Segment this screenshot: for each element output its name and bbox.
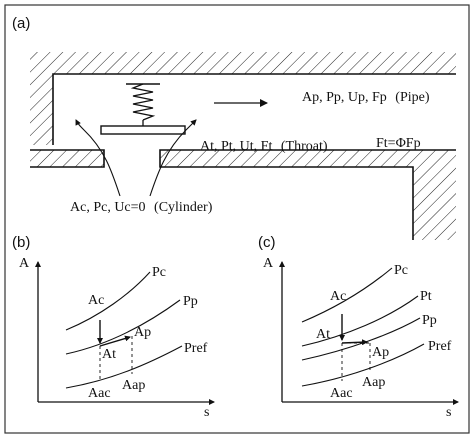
figure-border — [4, 4, 470, 434]
cylinder-left-wall — [30, 149, 105, 168]
spring-icon — [130, 83, 156, 121]
c-point-ap: Ap — [372, 345, 389, 360]
throat-label-vars: At, Pt, Ut, Ft — [200, 139, 272, 154]
b-y-axis-label: A — [19, 256, 30, 271]
panel-c: (c) A s Pc Pt Pp Pref Ac At Ap Aac Aap — [258, 234, 459, 420]
pipe-top-wall — [52, 73, 456, 145]
c-recovery-arrow — [341, 339, 368, 346]
flow-arrow-right-curve — [149, 119, 197, 197]
cylinder-label-name: (Cylinder) — [154, 200, 213, 215]
c-x-axis-label: s — [446, 405, 451, 420]
b-point-ap: Ap — [134, 325, 151, 340]
c-label-pp: Pp — [422, 313, 437, 328]
c-label-pref: Pref — [428, 339, 452, 354]
c-curve-pc — [301, 267, 393, 323]
b-curve-pc — [65, 271, 151, 331]
cylinder-label: Ac, Pc, Uc=0 (Cylinder) — [70, 200, 213, 215]
b-label-pc: Pc — [152, 265, 166, 280]
b-point-at: At — [102, 347, 116, 362]
b-point-aap: Aap — [122, 378, 145, 393]
throat-label-name: (Throat) — [281, 139, 328, 154]
spring-valve — [100, 83, 186, 135]
valve-plate — [100, 125, 186, 135]
flow-arrow-left-curve — [75, 119, 121, 197]
left-lower-wall-hatch — [30, 150, 104, 167]
b-curve-pp — [65, 299, 181, 355]
b-recovery-arrow — [99, 335, 131, 347]
pipe-label-name: (Pipe) — [395, 90, 430, 105]
pipe-bottom-wall — [159, 149, 456, 240]
b-label-pp: Pp — [183, 294, 198, 309]
throat-label: At, Pt, Ut, Ft (Throat) — [200, 139, 328, 154]
c-y-axis-label: A — [263, 256, 274, 271]
b-point-ac: Ac — [88, 293, 104, 308]
c-curve-pref — [301, 343, 425, 387]
c-point-aac: Aac — [330, 386, 353, 401]
c-curve-pt — [301, 295, 419, 347]
pipe-label-vars: Ap, Pp, Up, Fp — [302, 90, 387, 105]
upper-wall-hatch — [30, 52, 456, 145]
cylinder-label-vars: Ac, Pc, Uc=0 — [70, 200, 146, 215]
b-point-aac: Aac — [88, 386, 111, 401]
b-x-axis-label: s — [204, 405, 209, 420]
b-curve-pref — [65, 345, 183, 389]
c-label-pt: Pt — [420, 289, 432, 304]
pipe-label: Ap, Pp, Up, Fp (Pipe) — [302, 90, 430, 105]
panel-a-label: (a) — [12, 15, 30, 32]
panel-a: (a) Ap, Pp, Up, Fp (Pipe) At, Pt, Ut, Ft… — [12, 15, 456, 240]
panel-b: (b) A s Pc Pp Pref Ac At Ap Aac Aap — [12, 234, 215, 420]
c-point-ac: Ac — [330, 289, 346, 304]
c-point-at: At — [316, 327, 330, 342]
panel-b-label: (b) — [12, 234, 30, 251]
c-label-pc: Pc — [394, 263, 408, 278]
b-label-pref: Pref — [184, 341, 208, 356]
panel-c-label: (c) — [258, 234, 276, 251]
c-point-aap: Aap — [362, 375, 385, 390]
right-lower-wall-hatch — [160, 150, 456, 240]
force-relation: Ft=ΦFp — [376, 136, 421, 151]
